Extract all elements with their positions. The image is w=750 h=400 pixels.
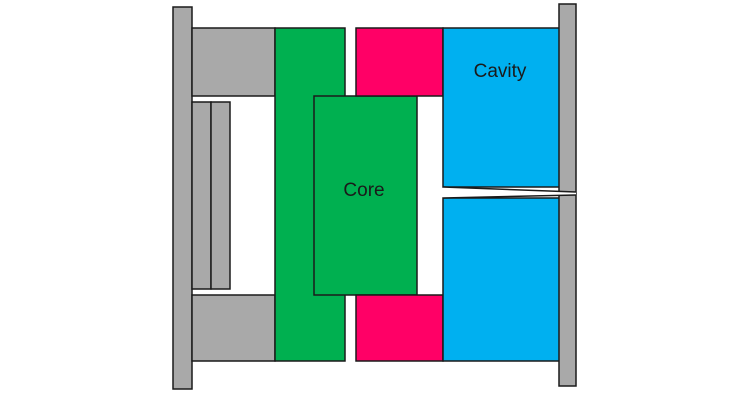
cavity-plate-lower <box>442 197 561 362</box>
upper-support-block <box>191 27 276 97</box>
ejector-retainer-plate <box>191 101 212 290</box>
core-insert <box>313 95 418 296</box>
lower-runner-block <box>355 294 444 362</box>
cavity-plate-upper <box>442 27 561 188</box>
core-label: Core <box>343 180 384 201</box>
sprue-channel-upper-edge <box>442 186 577 193</box>
ejector-plate <box>210 101 231 290</box>
lower-support-block <box>191 294 276 362</box>
cavity-label: Cavity <box>474 61 527 82</box>
left-clamp-plate <box>172 6 193 390</box>
upper-runner-block <box>355 27 444 97</box>
sprue-channel-lower-edge <box>442 194 577 199</box>
